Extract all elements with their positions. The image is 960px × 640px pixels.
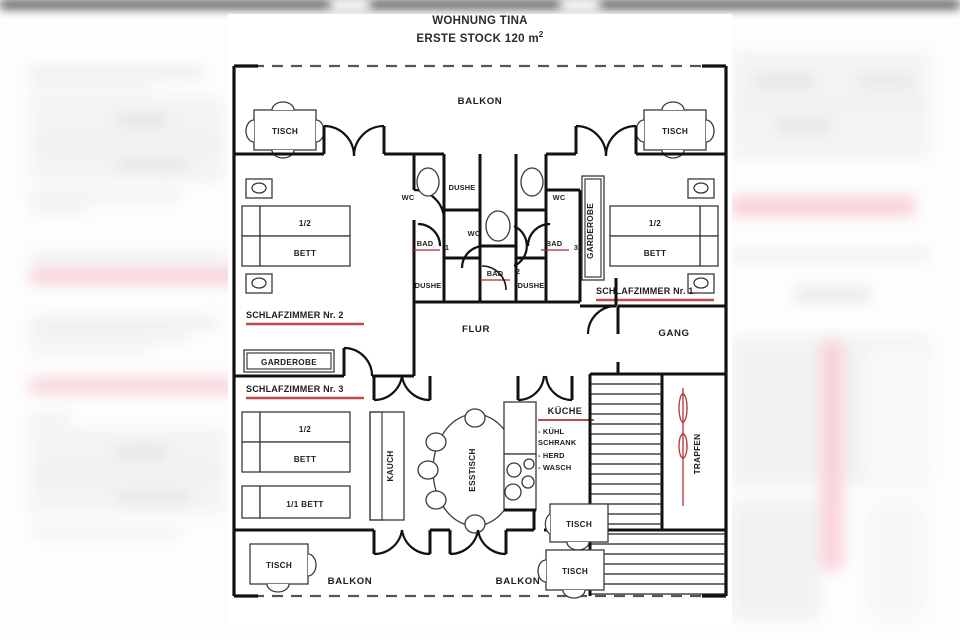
shower-label-1: DUSHE: [449, 183, 476, 192]
bathroom-1-label: BAD: [417, 239, 434, 248]
bedroom-3-single-bed-label: 1/1 BETT: [286, 500, 323, 509]
couch-label: KAUCH: [386, 450, 395, 481]
stair-treads-upper: [590, 383, 662, 525]
background-right-column: [715, 0, 960, 640]
shower-label-3: DUSHE: [518, 281, 545, 290]
gang-area: GANG: [616, 304, 726, 374]
table-top-left: TISCH: [245, 101, 325, 159]
table-top-right: TISCH: [635, 101, 715, 159]
bedroom-3-label: SCHLAFZIMMER Nr. 3: [246, 384, 344, 394]
wc-fixture-right: WC: [520, 167, 566, 202]
wardrobe-left: GARDEROBE: [243, 349, 335, 373]
kitchen: KÜCHE - KÜHL SCHRANK - HERD - WASCH: [503, 375, 594, 512]
plan-title: WOHNUNG TINA ERSTE STOCK 120 m2: [228, 14, 732, 46]
bedroom-3: SCHLAFZIMMER Nr. 3 1/2 BETT 1/1 BETT: [234, 384, 364, 532]
bathroom-1-number: 1: [445, 243, 449, 252]
plan-title-superscript: 2: [538, 30, 544, 39]
bedroom-3-bed-bottom-label: BETT: [294, 455, 317, 464]
staircase: TRAPFEN: [588, 372, 726, 596]
stair-treads-lower: [590, 533, 726, 595]
table-bottom-mid: TISCH: [544, 503, 609, 551]
kitchen-item-2: - HERD: [538, 451, 565, 460]
bedroom-2-bed-top-label: 1/2: [299, 219, 311, 228]
floor-plan-sheet: WOHNUNG TINA ERSTE STOCK 120 m2 BALKON: [228, 14, 732, 626]
bedroom-2-bed-bottom-label: BETT: [294, 249, 317, 258]
plan-title-line-1: WOHNUNG TINA: [432, 15, 528, 27]
room-label-balkon-bottom-left: BALKON: [328, 576, 373, 587]
bathroom-1: BAD 1: [412, 222, 449, 252]
room-label-balkon-top: BALKON: [458, 96, 503, 107]
kitchen-item-0: - KÜHL: [538, 427, 565, 436]
bedroom-2-label: SCHLAFZIMMER Nr. 2: [246, 310, 344, 320]
plan-title-area: ERSTE STOCK 120 m: [416, 32, 539, 45]
wc-label-left: WC: [402, 193, 415, 202]
balcony-doors-top-left: [234, 124, 414, 157]
bathroom-3: BAD 3: [526, 222, 578, 252]
stair-direction-arrow: [678, 388, 688, 506]
kitchen-label: KÜCHE: [548, 406, 583, 416]
bedroom-1: 1/2 BETT SCHLAFZIMMER Nr. 1: [596, 178, 719, 302]
table-bottom-right-label: TISCH: [562, 567, 588, 576]
table-top-right-label: TISCH: [662, 127, 688, 136]
wardrobe-right: GARDEROBE: [581, 175, 605, 281]
wc-label-center: WC: [468, 229, 481, 238]
wardrobe-right-label: GARDEROBE: [586, 203, 595, 259]
background-top-bar: [0, 0, 960, 9]
background-left-column: [0, 0, 245, 640]
bathroom-2: WC BAD 2: [460, 210, 528, 281]
room-label-flur: FLUR: [462, 324, 490, 335]
table-bottom-left: TISCH: [249, 543, 317, 593]
room-label-balkon-bottom-right: BALKON: [496, 576, 541, 587]
bedroom-1-bed-top-label: 1/2: [649, 219, 661, 228]
floor-plan-drawing: BALKON TISCH TISCH: [232, 64, 728, 599]
table-top-left-label: TISCH: [272, 127, 298, 136]
bedroom-1-label: SCHLAFZIMMER Nr. 1: [596, 286, 694, 296]
bedroom-3-wall: [234, 314, 416, 378]
background-top-gap-2: [560, 0, 600, 12]
bedroom-2: 1/2 BETT SCHLAFZIMMER Nr. 2: [241, 178, 364, 326]
dining-table-label: ESSTISCH: [468, 448, 477, 491]
table-bottom-mid-label: TISCH: [566, 520, 592, 529]
background-top-gap-1: [330, 0, 370, 12]
bathroom-3-number: 3: [574, 243, 578, 252]
bath-block-walls: [412, 152, 582, 314]
plan-title-line-2: ERSTE STOCK 120 m2: [228, 28, 732, 46]
table-bottom-left-label: TISCH: [266, 561, 292, 570]
bathroom-2-number: 2: [516, 267, 520, 276]
staircase-label: TRAPFEN: [693, 434, 702, 475]
wardrobe-left-label: GARDEROBE: [261, 358, 317, 367]
flur-double-doors: [372, 375, 432, 402]
bedroom-1-bed-bottom-label: BETT: [644, 249, 667, 258]
kitchen-item-3: - WASCH: [538, 463, 571, 472]
table-bottom-right: TISCH: [537, 549, 605, 599]
couch: KAUCH: [369, 411, 405, 521]
kitchen-item-1: SCHRANK: [538, 438, 577, 447]
wc-fixture-left: WC: [402, 167, 440, 202]
wc-label-right: WC: [553, 193, 566, 202]
bedroom-3-bed-top-label: 1/2: [299, 425, 311, 434]
bathroom-2-label: BAD: [487, 269, 504, 278]
bathroom-3-label: BAD: [546, 239, 563, 248]
shower-label-2: DUSHE: [415, 281, 442, 290]
bedroom-1-lower-wall: [580, 278, 618, 335]
room-label-gang: GANG: [658, 328, 689, 339]
